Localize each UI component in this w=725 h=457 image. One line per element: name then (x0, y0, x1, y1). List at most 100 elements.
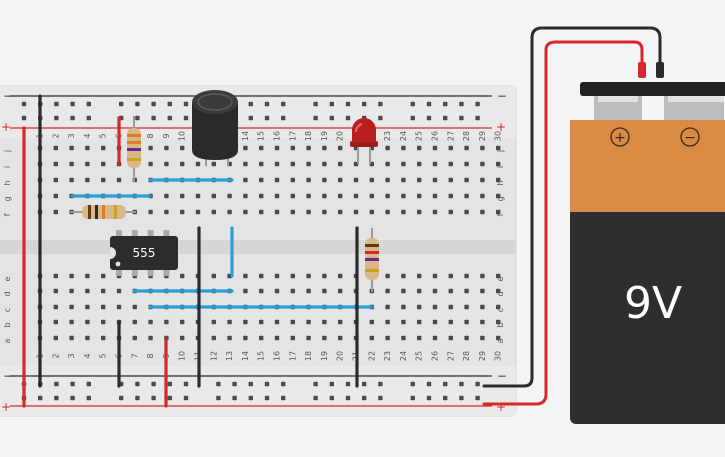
hole-e17[interactable] (290, 273, 295, 279)
hole-j17[interactable] (290, 145, 295, 151)
hole-i10[interactable] (180, 161, 185, 167)
hole-b2[interactable] (53, 319, 58, 325)
rail-hole-3-21[interactable] (362, 395, 367, 401)
hole-d30[interactable] (496, 288, 501, 294)
hole-h6[interactable] (116, 177, 122, 183)
hole-j2[interactable] (53, 145, 58, 151)
rail-hole-3-22[interactable] (378, 395, 383, 401)
hole-d24[interactable] (401, 288, 406, 294)
hole-d15[interactable] (259, 288, 264, 294)
hole-a30[interactable] (496, 335, 501, 341)
rail-hole-0-7[interactable] (135, 101, 140, 107)
hole-a24[interactable] (401, 335, 406, 341)
hole-d18[interactable] (306, 288, 311, 294)
red-wires[interactable] (22, 116, 168, 408)
hole-h29[interactable] (480, 177, 485, 183)
hole-a16[interactable] (274, 335, 280, 341)
rail-hole-3-9[interactable] (167, 395, 172, 401)
rail-hole-2-15[interactable] (264, 381, 270, 387)
rail-hole-3-20[interactable] (345, 395, 351, 401)
hole-c25[interactable] (417, 304, 422, 310)
rail-hole-1-20[interactable] (345, 115, 351, 121)
rail-hole-1-7[interactable] (135, 115, 140, 121)
hole-f24[interactable] (401, 209, 406, 215)
hole-d27[interactable] (448, 288, 453, 294)
rail-hole-3-26[interactable] (443, 395, 448, 401)
hole-c7[interactable] (132, 304, 137, 310)
hole-b22[interactable] (369, 319, 374, 325)
hole-f28[interactable] (464, 209, 469, 215)
hole-j10[interactable] (180, 145, 185, 151)
hole-b8[interactable] (148, 319, 153, 325)
red-led-icon[interactable] (350, 118, 378, 164)
rail-hole-1-16[interactable] (281, 115, 286, 121)
rail-hole-0-10[interactable] (183, 101, 189, 107)
hole-d4[interactable] (85, 288, 90, 294)
rail-hole-3-24[interactable] (410, 395, 415, 401)
rail-hole-1-24[interactable] (410, 115, 415, 121)
breadboard[interactable]: − + − + − + − + 112233445566778899101011… (0, 85, 517, 417)
hole-f14[interactable] (243, 209, 248, 215)
rail-hole-3-1[interactable] (38, 395, 43, 401)
rail-hole-0-18[interactable] (313, 101, 318, 107)
hole-b7[interactable] (132, 319, 137, 325)
hole-a29[interactable] (480, 335, 485, 341)
hole-e18[interactable] (306, 273, 311, 279)
hole-f18[interactable] (306, 209, 311, 215)
hole-j4[interactable] (85, 145, 90, 151)
rail-hole-2-14[interactable] (248, 381, 253, 387)
rail-hole-0-0[interactable] (21, 101, 27, 107)
rail-hole-3-7[interactable] (135, 395, 140, 401)
hole-g15[interactable] (259, 193, 264, 199)
hole-d3[interactable] (69, 288, 74, 294)
resistor-icon[interactable] (70, 205, 136, 219)
hole-i20[interactable] (338, 161, 343, 167)
hole-d25[interactable] (417, 288, 422, 294)
rail-hole-3-27[interactable] (459, 395, 464, 401)
rail-hole-3-19[interactable] (329, 395, 334, 401)
hole-e30[interactable] (496, 273, 501, 279)
hole-g21[interactable] (353, 193, 359, 199)
rail-hole-2-19[interactable] (329, 381, 334, 387)
rail-hole-0-27[interactable] (459, 101, 464, 107)
hole-i2[interactable] (53, 161, 58, 167)
hole-a5[interactable] (101, 335, 106, 341)
hole-f25[interactable] (417, 209, 422, 215)
rail-hole-2-24[interactable] (410, 381, 415, 387)
hole-e26[interactable] (432, 273, 438, 279)
hole-i14[interactable] (243, 161, 248, 167)
hole-h28[interactable] (464, 177, 469, 183)
rail-hole-2-18[interactable] (313, 381, 318, 387)
hole-e19[interactable] (322, 273, 327, 279)
hole-f17[interactable] (290, 209, 295, 215)
hole-f8[interactable] (148, 209, 153, 215)
rail-hole-2-16[interactable] (281, 381, 286, 387)
hole-d5[interactable] (101, 288, 106, 294)
hole-b20[interactable] (338, 319, 343, 325)
hole-c2[interactable] (53, 304, 58, 310)
hole-g28[interactable] (464, 193, 469, 199)
rail-hole-0-9[interactable] (167, 101, 172, 107)
hole-f12[interactable] (211, 209, 216, 215)
hole-f2[interactable] (53, 209, 58, 215)
hole-d14[interactable] (243, 288, 248, 294)
hole-a4[interactable] (85, 335, 90, 341)
hole-b25[interactable] (417, 319, 422, 325)
hole-b30[interactable] (496, 319, 501, 325)
rail-hole-3-13[interactable] (232, 395, 237, 401)
hole-b13[interactable] (227, 319, 232, 325)
hole-i3[interactable] (69, 161, 74, 167)
hole-b3[interactable] (69, 319, 74, 325)
rail-hole-1-3[interactable] (70, 115, 75, 121)
rail-hole-1-28[interactable] (475, 115, 480, 121)
hole-e3[interactable] (69, 273, 74, 279)
hole-c4[interactable] (85, 304, 90, 310)
hole-i27[interactable] (448, 161, 453, 167)
hole-e5[interactable] (101, 273, 106, 279)
hole-b19[interactable] (322, 319, 327, 325)
hole-h17[interactable] (290, 177, 295, 183)
rail-hole-1-2[interactable] (54, 115, 59, 121)
rail-hole-0-2[interactable] (54, 101, 59, 107)
hole-j25[interactable] (417, 145, 422, 151)
hole-g27[interactable] (448, 193, 453, 199)
